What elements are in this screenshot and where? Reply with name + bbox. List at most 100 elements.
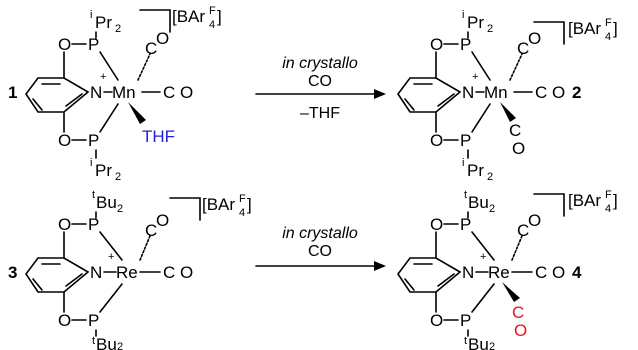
mn-co-bond (137, 53, 151, 81)
phosphorus-atom: P (88, 311, 99, 330)
subscript-two: 2 (487, 23, 493, 35)
cation-charge: + (108, 251, 114, 263)
tbu-superscript: t (464, 335, 467, 347)
subscript-two: 2 (115, 171, 121, 183)
charge-bracket (533, 193, 565, 217)
oxygen-atom: O (430, 311, 443, 330)
re-co-bond (139, 235, 151, 261)
re-co-bond (511, 235, 523, 261)
complex-4: 4 N + Re O P t Bu 2 O P t Bu 2 C O C O (397, 189, 618, 350)
thf-ligand: THF (142, 127, 175, 146)
cation-charge: + (480, 251, 486, 263)
fluorine-superscript: F (239, 193, 246, 205)
oxygen-atom: O (528, 211, 541, 230)
ipr-superscript: i (462, 157, 464, 169)
subscript-two: 2 (487, 171, 493, 183)
pyridine-ring (397, 257, 462, 293)
compound-label-3: 3 (8, 263, 17, 282)
p-re-bond (471, 231, 495, 261)
tert-butyl-group: Bu (468, 335, 489, 350)
cation-charge: + (472, 71, 478, 83)
compound-label-1: 1 (8, 83, 17, 102)
condition-text: CO (308, 73, 332, 90)
isopropyl-group: Pr (467, 161, 484, 180)
re-co-wedge-bond (502, 282, 520, 302)
p-mn-bond (99, 103, 119, 133)
counterion-close: ] (613, 19, 618, 38)
subscript-four: 4 (605, 31, 611, 43)
reaction-arrow-bottom: in crystallo CO (255, 225, 386, 271)
complex-2: 2 N + Mn O P i Pr 2 O P i Pr 2 C O C O (397, 9, 618, 183)
oxygen-atom: O (58, 131, 71, 150)
p-mn-bond (471, 51, 491, 81)
subscript-two: 2 (117, 203, 123, 215)
counterion-open: [BAr (568, 191, 601, 210)
counterion: [BAr F 4 ] (568, 189, 618, 215)
rhenium-atom: Re (116, 263, 138, 282)
isopropyl-group: Pr (467, 13, 484, 32)
counterion: [BAr F 4 ] (172, 5, 222, 31)
subscript-two: 2 (489, 203, 495, 215)
p-mn-bond (99, 51, 119, 81)
isopropyl-group: Pr (95, 161, 112, 180)
compound-label-4: 4 (572, 263, 582, 282)
phosphorus-atom: P (88, 215, 99, 234)
ring-double-bond (65, 93, 83, 107)
new-oxygen-atom: O (514, 321, 527, 340)
condition-text: in crystallo (282, 225, 358, 242)
cation-charge: + (100, 71, 106, 83)
subscript-four: 4 (605, 203, 611, 215)
oxygen-atom: O (430, 131, 443, 150)
carbonyl-ligand: C O (535, 263, 565, 282)
ring-double-bond (437, 93, 455, 107)
charge-bracket (169, 197, 201, 221)
phosphorus-atom: P (460, 215, 471, 234)
fluorine-superscript: F (209, 5, 216, 17)
condition-text: CO (308, 243, 332, 260)
charge-bracket (533, 21, 565, 45)
phosphorus-atom: P (460, 311, 471, 330)
oxygen-atom: O (156, 29, 169, 48)
pyridine-ring (25, 257, 90, 293)
counterion-close: ] (217, 7, 222, 26)
complex-1: 1 N + Mn O P i Pr 2 O P i Pr 2 C O (8, 5, 222, 183)
subscript-two: 2 (117, 341, 123, 350)
rhenium-atom: Re (488, 263, 510, 282)
counterion-open: [BAr (202, 195, 235, 214)
p-re-bond (99, 283, 123, 313)
ring-double-bond (32, 98, 43, 111)
oxygen-atom: O (58, 311, 71, 330)
nitrogen-atom: N (462, 83, 474, 102)
p-mn-bond (471, 103, 491, 133)
phosphorus-atom: P (88, 131, 99, 150)
fluorine-superscript: F (605, 189, 612, 201)
oxygen-atom: O (58, 215, 71, 234)
carbon-atom: C (509, 121, 521, 140)
oxygen-atom: O (58, 35, 71, 54)
counterion-close: ] (247, 195, 252, 214)
subscript-two: 2 (489, 341, 495, 350)
mn-co-wedge-bond (500, 102, 516, 122)
tert-butyl-group: Bu (468, 193, 489, 212)
new-carbon-atom: C (512, 303, 524, 322)
manganese-atom: Mn (484, 83, 508, 102)
condition-text: –THF (300, 105, 340, 122)
nitrogen-atom: N (90, 83, 102, 102)
ring-double-bond (65, 273, 83, 287)
carbon-atom: C (145, 221, 157, 240)
counterion-open: [BAr (172, 7, 205, 26)
ipr-superscript: i (462, 9, 464, 21)
compound-label-2: 2 (572, 83, 581, 102)
ipr-superscript: i (90, 9, 92, 21)
pyridine-ring (25, 77, 90, 113)
ring-double-bond (404, 98, 415, 111)
charge-bracket (139, 9, 171, 33)
reaction-arrow-top: in crystallo CO –THF (255, 55, 386, 122)
ring-double-bond (32, 278, 43, 291)
complex-3: 3 N + Re O P t Bu 2 O P t Bu 2 C O C O (8, 189, 252, 350)
ring-double-bond (404, 278, 415, 291)
carbonyl-ligand: C O (163, 263, 193, 282)
oxygen-atom: O (430, 35, 443, 54)
carbon-atom: C (517, 221, 529, 240)
